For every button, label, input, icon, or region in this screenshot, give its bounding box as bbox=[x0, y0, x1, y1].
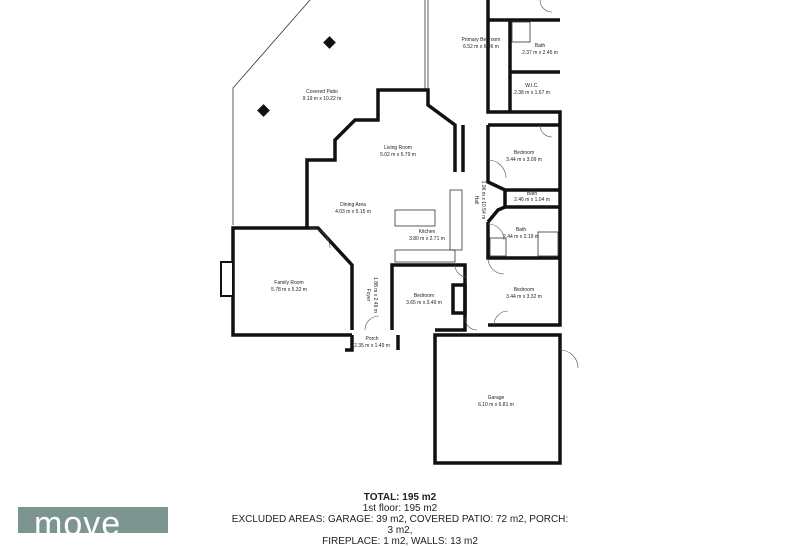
svg-text:Bedroom: Bedroom bbox=[514, 287, 534, 293]
svg-text:6.52 m x 6.86 m: 6.52 m x 6.86 m bbox=[463, 44, 499, 50]
living-wall bbox=[305, 88, 457, 228]
svg-text:1.88 m x 2.49 m: 1.88 m x 2.49 m bbox=[372, 277, 378, 313]
door-arc bbox=[309, 227, 331, 249]
svg-text:3.44 m x 3.32 m: 3.44 m x 3.32 m bbox=[506, 294, 542, 300]
shower bbox=[511, 21, 531, 43]
svg-text:2.44 m x 2.19 m: 2.44 m x 2.19 m bbox=[503, 234, 539, 240]
door-arc bbox=[539, 0, 553, 13]
svg-text:3.80 m x 2.71 m: 3.80 m x 2.71 m bbox=[409, 236, 445, 242]
bedroom-3-wall bbox=[390, 263, 467, 332]
svg-text:1.96 m x 10.54 m: 1.96 m x 10.54 m bbox=[480, 181, 486, 220]
svg-text:Bath: Bath bbox=[535, 43, 546, 49]
svg-text:5.78 m x 5.32 m: 5.78 m x 5.32 m bbox=[271, 287, 307, 293]
svg-text:9.19 m x 10.22 m: 9.19 m x 10.22 m bbox=[303, 96, 342, 102]
bath-3-wall bbox=[486, 205, 506, 224]
door-arc bbox=[464, 317, 478, 331]
kitchen-counter-side bbox=[449, 189, 463, 251]
east-wall bbox=[486, 0, 562, 327]
room-wic: W.I.C.2.38 m x 1.67 m bbox=[514, 83, 550, 96]
svg-text:Bedroom: Bedroom bbox=[514, 150, 534, 156]
family-room-wall bbox=[231, 226, 354, 337]
svg-text:Living Room: Living Room bbox=[384, 145, 412, 151]
patio-post-icon bbox=[257, 104, 270, 117]
svg-text:2.38 m x 1.67 m: 2.38 m x 1.67 m bbox=[514, 90, 550, 96]
svg-text:Bedroom: Bedroom bbox=[414, 293, 434, 299]
svg-text:3.44 m x 3.09 m: 3.44 m x 3.09 m bbox=[506, 157, 542, 163]
total-area: TOTAL: 195 m2 bbox=[363, 492, 437, 503]
svg-text:Porch: Porch bbox=[365, 336, 378, 342]
svg-text:2.46 m x 1.04 m: 2.46 m x 1.04 m bbox=[514, 197, 550, 203]
door-arc bbox=[559, 349, 579, 369]
door-arc bbox=[493, 310, 509, 326]
svg-text:2.37 m x 2.45 m: 2.37 m x 2.45 m bbox=[522, 50, 558, 56]
svg-text:Hall: Hall bbox=[473, 196, 479, 205]
covered-patio-outline bbox=[232, 0, 311, 225]
svg-text:3.65 m x 3.49 m: 3.65 m x 3.49 m bbox=[406, 300, 442, 306]
area-summary: TOTAL: 195 m2 1st floor: 195 m2 EXCLUDED… bbox=[230, 492, 570, 547]
svg-text:6.10 m x 6.81 m: 6.10 m x 6.81 m bbox=[478, 402, 514, 408]
porch-wall bbox=[345, 335, 354, 352]
patio-post-icon bbox=[323, 36, 336, 49]
svg-text:Foyer: Foyer bbox=[365, 289, 371, 302]
door-arc bbox=[487, 159, 507, 179]
svg-text:Bath: Bath bbox=[516, 227, 527, 233]
svg-text:Dining Area: Dining Area bbox=[340, 202, 366, 208]
svg-text:Bath: Bath bbox=[527, 191, 538, 197]
svg-text:4.03 m x 5.15 m: 4.03 m x 5.15 m bbox=[335, 209, 371, 215]
kitchen-counter bbox=[394, 249, 456, 263]
door-arc bbox=[454, 264, 468, 278]
kitchen-island bbox=[394, 209, 436, 227]
garage-wall bbox=[433, 333, 562, 465]
svg-text:W.I.C.: W.I.C. bbox=[525, 83, 539, 89]
closet-wall bbox=[451, 283, 467, 315]
svg-text:Primary Bedroom: Primary Bedroom bbox=[462, 37, 501, 43]
door-arc bbox=[539, 124, 553, 138]
fireplace bbox=[220, 261, 234, 297]
svg-text:Kitchen: Kitchen bbox=[419, 229, 436, 235]
svg-text:Family Room: Family Room bbox=[274, 280, 303, 286]
svg-text:Garage: Garage bbox=[488, 395, 505, 401]
logo-text: move bbox=[34, 507, 122, 533]
svg-text:Covered Patio: Covered Patio bbox=[306, 89, 338, 95]
bathtub bbox=[537, 231, 559, 257]
svg-text:5.02 m x 5.79 m: 5.02 m x 5.79 m bbox=[380, 152, 416, 158]
door-arc bbox=[487, 257, 505, 275]
svg-text:2.35 m x 1.49 m: 2.35 m x 1.49 m bbox=[354, 343, 390, 349]
shower bbox=[489, 237, 507, 257]
excluded-areas-cont: FIREPLACE: 1 m2, WALLS: 13 m2 bbox=[322, 536, 478, 547]
brand-logo: move bbox=[18, 507, 168, 533]
bedroom-2-wall bbox=[486, 125, 560, 192]
door-arc bbox=[364, 315, 380, 331]
excluded-areas: EXCLUDED AREAS: GARAGE: 39 m2, COVERED P… bbox=[231, 514, 569, 536]
floor-area: 1st floor: 195 m2 bbox=[362, 503, 438, 514]
door-arc bbox=[487, 223, 505, 241]
